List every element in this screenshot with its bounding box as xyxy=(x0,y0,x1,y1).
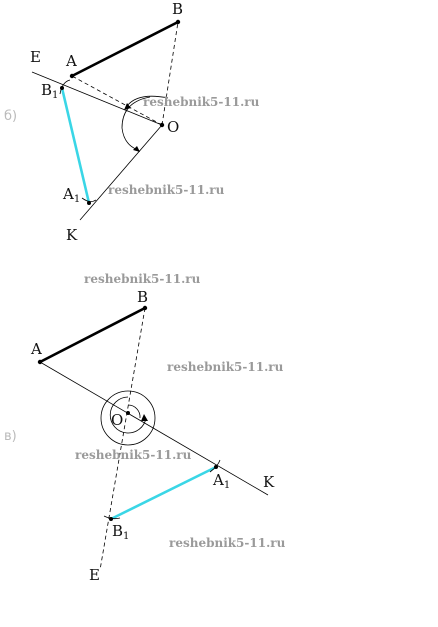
watermark: reshebnik5-11.ru xyxy=(143,95,260,109)
watermark: reshebnik5-11.ru xyxy=(84,272,201,286)
point-A xyxy=(69,73,75,79)
label-B: B xyxy=(137,288,148,306)
label-B1: B1 xyxy=(112,522,129,542)
point-B1 xyxy=(109,517,113,521)
angle-arrow-v xyxy=(141,414,148,421)
arc-mark-B1 xyxy=(103,515,121,520)
segment-AB xyxy=(39,306,146,364)
angle-arc-inner xyxy=(126,95,169,107)
angle-arrow-b2 xyxy=(124,103,131,110)
label-E: E xyxy=(30,48,41,66)
point-A xyxy=(37,359,43,365)
figure-b: б) A B E B1 O A1 K reshebnik5-11.ru r xyxy=(4,0,260,244)
label-B: B xyxy=(172,0,183,18)
arc-mark-B1 xyxy=(59,79,71,95)
arc-mark-A1 xyxy=(81,197,97,202)
label-O: O xyxy=(167,118,179,136)
rotation-arc-small xyxy=(127,404,141,419)
label-A: A xyxy=(30,340,42,358)
point-A1 xyxy=(87,201,91,205)
watermark: reshebnik5-11.ru xyxy=(169,536,286,550)
line-AK xyxy=(39,361,269,496)
point-O xyxy=(159,122,165,128)
rotation-arc-inner xyxy=(109,396,147,434)
label-K: K xyxy=(263,473,275,491)
label-A1: A1 xyxy=(62,185,80,205)
line-OK xyxy=(79,124,163,221)
part-label-v: в) xyxy=(4,429,17,444)
segment-AB xyxy=(71,20,179,78)
line-OA-dashed xyxy=(71,75,163,126)
part-label-b: б) xyxy=(4,109,17,124)
label-K: K xyxy=(66,226,78,244)
point-B xyxy=(142,305,148,311)
label-B1: B1 xyxy=(41,81,58,101)
segment-B1A1 xyxy=(60,87,91,204)
segment-A1B1 xyxy=(110,465,217,521)
line-OE xyxy=(31,71,163,126)
figure-v: в) A B O A1 K B1 E reshebnik5-11.ru resh… xyxy=(4,272,286,584)
point-O xyxy=(126,411,130,415)
label-A1: A1 xyxy=(212,471,230,491)
label-A: A xyxy=(65,52,77,70)
watermark: reshebnik5-11.ru xyxy=(75,448,192,462)
line-BE-dashed xyxy=(99,307,146,571)
watermark: reshebnik5-11.ru xyxy=(167,360,284,374)
arc-mark-A1 xyxy=(209,459,221,473)
label-O: O xyxy=(111,411,123,429)
point-B xyxy=(175,19,181,25)
angle-arrow-b xyxy=(133,146,140,152)
angle-arc-outer xyxy=(121,96,151,151)
line-OB-dashed xyxy=(161,21,179,126)
label-E: E xyxy=(89,566,100,584)
rotation-circle-outer xyxy=(100,390,156,446)
watermark: reshebnik5-11.ru xyxy=(108,183,225,197)
